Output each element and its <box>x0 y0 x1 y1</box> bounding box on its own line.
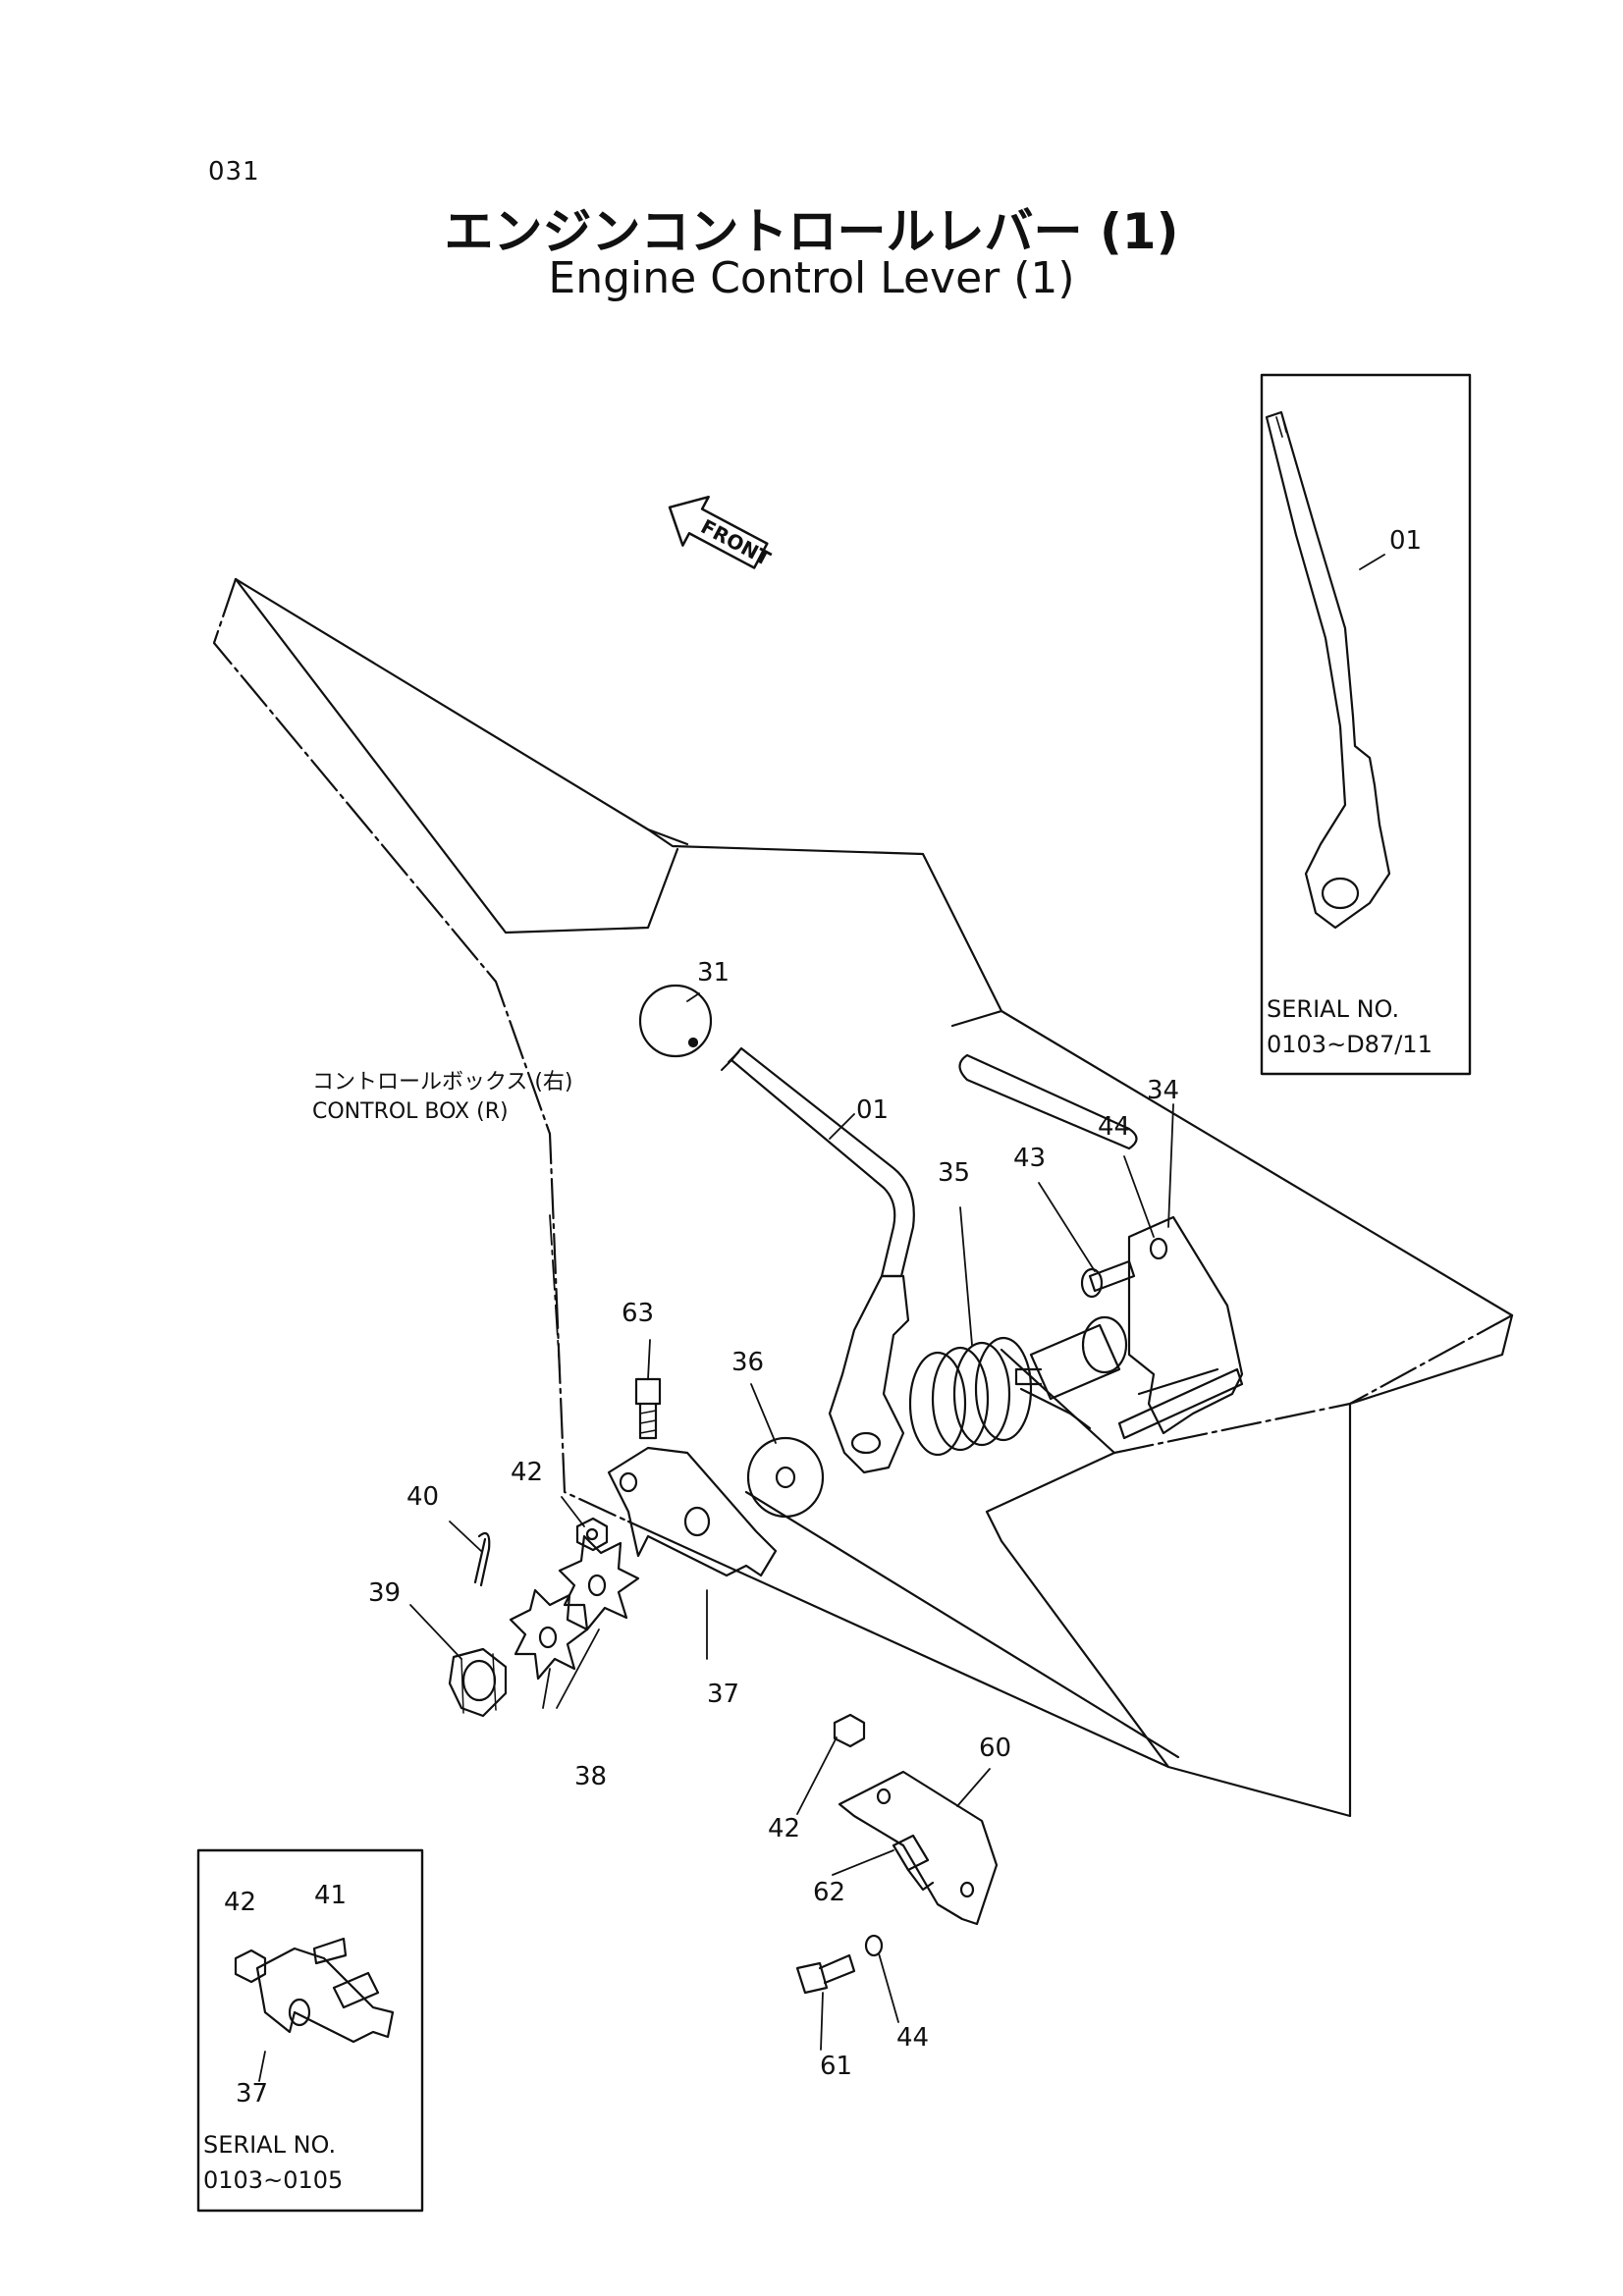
part-01-lever <box>721 1046 915 1474</box>
part-35-spring <box>908 1336 1092 1457</box>
callout-42-lower: 42 <box>768 1814 801 1843</box>
inset-top-serial-range: 0103~D87/11 <box>1267 1031 1433 1058</box>
part-44-washer-lower <box>864 1934 884 1957</box>
callout-38: 38 <box>574 1762 608 1791</box>
lever-shaft <box>1014 1315 1128 1401</box>
callout-34: 34 <box>1147 1076 1180 1105</box>
inset-bottom-callout-42: 42 <box>224 1888 257 1917</box>
control-box-note: コントロールボックス (右) CONTROL BOX (R) <box>312 1068 573 1126</box>
callout-35: 35 <box>938 1158 971 1188</box>
inset-bottom-serial-range: 0103~0105 <box>203 2166 344 2194</box>
part-63-bolt <box>634 1377 662 1440</box>
inset-bottom-callout-37: 37 <box>236 2079 269 2109</box>
callout-62: 62 <box>813 1878 846 1907</box>
part-38-star-washers <box>509 1534 640 1681</box>
front-direction-arrow: FRONT <box>668 495 775 570</box>
part-62-bolt <box>892 1834 935 1892</box>
callout-40: 40 <box>406 1482 440 1512</box>
part-31-knob <box>638 984 713 1058</box>
page-number: 031 <box>208 157 260 187</box>
part-60-bracket <box>838 1770 999 1926</box>
part-44-washer-top <box>1149 1237 1168 1260</box>
page-title-japanese: エンジンコントロールレバー (1) <box>444 203 1179 260</box>
callout-37: 37 <box>707 1680 740 1709</box>
inset-top-frame <box>1260 373 1472 1076</box>
callout-01: 01 <box>856 1095 890 1125</box>
part-37-plate <box>607 1446 778 1577</box>
callout-39: 39 <box>368 1578 402 1608</box>
inset-bottom-serial: SERIAL NO. 0103~0105 <box>203 2127 343 2198</box>
part-40-cotter-pin <box>473 1531 491 1587</box>
callout-leader-lines <box>409 992 1174 2051</box>
callout-61: 61 <box>820 2052 853 2081</box>
part-39-castle-nut <box>448 1647 508 1718</box>
part-43-bolt <box>1080 1259 1136 1299</box>
callout-36: 36 <box>731 1348 765 1377</box>
inset-top-serial: SERIAL NO. 0103~D87/11 <box>1267 991 1433 1062</box>
part-61-bolt <box>795 1953 856 1995</box>
part-36-washer <box>746 1436 825 1519</box>
page-title-english: Engine Control Lever (1) <box>548 253 1075 303</box>
callout-44-lower: 44 <box>896 2023 930 2053</box>
inset-top-serial-label: SERIAL NO. <box>1267 995 1400 1023</box>
callout-31: 31 <box>697 958 730 988</box>
control-box-housing <box>212 577 1514 1818</box>
callout-42: 42 <box>511 1458 544 1487</box>
callout-60: 60 <box>979 1734 1012 1763</box>
part-34-bracket <box>1117 1215 1244 1440</box>
callout-44: 44 <box>1098 1112 1131 1142</box>
part-42-nut-lower <box>833 1713 866 1748</box>
control-box-label-english: CONTROL BOX (R) <box>312 1098 509 1124</box>
control-box-label-japanese: コントロールボックス (右) <box>312 1070 573 1095</box>
callout-63: 63 <box>622 1299 655 1328</box>
callout-43: 43 <box>1013 1144 1047 1173</box>
inset-bottom-frame <box>196 1848 424 2213</box>
inset-bottom-callout-41: 41 <box>314 1881 348 1910</box>
part-42-nut <box>575 1517 609 1552</box>
inset-bottom-serial-label: SERIAL NO. <box>203 2131 337 2159</box>
inset-top-callout-01: 01 <box>1389 526 1423 556</box>
